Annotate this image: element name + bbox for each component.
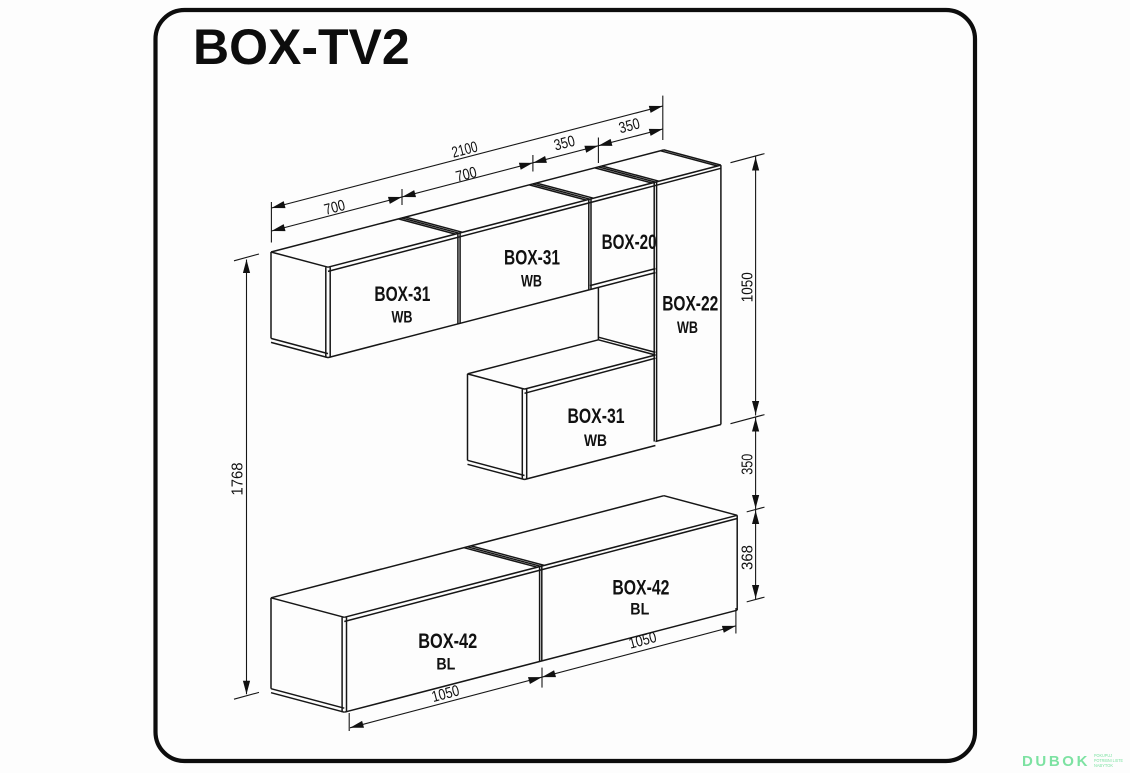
- svg-text:WB: WB: [521, 273, 542, 291]
- svg-text:368: 368: [740, 545, 757, 570]
- svg-text:1050: 1050: [740, 272, 757, 302]
- svg-text:350: 350: [617, 115, 642, 137]
- svg-text:BL: BL: [436, 656, 455, 674]
- svg-text:BOX-31: BOX-31: [504, 245, 560, 269]
- svg-text:BOX-31: BOX-31: [568, 404, 625, 428]
- svg-text:BOX-42: BOX-42: [612, 576, 669, 600]
- svg-text:WB: WB: [392, 308, 413, 326]
- svg-text:BOX-42: BOX-42: [418, 629, 477, 653]
- svg-text:BL: BL: [630, 601, 649, 619]
- svg-text:DUBOK: DUBOK: [1022, 753, 1090, 770]
- svg-text:700: 700: [322, 197, 347, 219]
- svg-text:350: 350: [740, 453, 757, 474]
- svg-text:WB: WB: [677, 319, 698, 337]
- svg-text:NABYTOK: NABYTOK: [1094, 763, 1113, 768]
- svg-text:1768: 1768: [230, 463, 247, 496]
- svg-text:BOX-TV2: BOX-TV2: [193, 19, 410, 75]
- svg-text:2100: 2100: [450, 139, 480, 162]
- svg-text:POKUPUJ: POKUPUJ: [1094, 753, 1112, 758]
- svg-text:700: 700: [454, 164, 479, 186]
- svg-text:BOX-22: BOX-22: [662, 292, 718, 316]
- svg-text:POTRIBNI LISTE: POTRIBNI LISTE: [1094, 758, 1123, 763]
- svg-text:1050: 1050: [627, 629, 659, 653]
- svg-text:WB: WB: [584, 432, 607, 450]
- svg-text:1050: 1050: [430, 682, 462, 706]
- svg-text:BOX-31: BOX-31: [374, 282, 430, 306]
- svg-text:BOX-20: BOX-20: [602, 230, 657, 254]
- svg-text:350: 350: [552, 133, 577, 155]
